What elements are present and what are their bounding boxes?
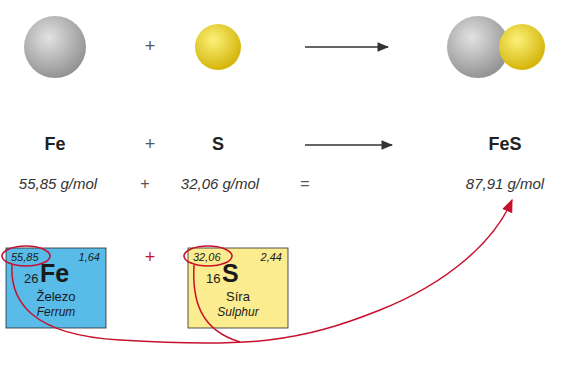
operator: + [145, 37, 156, 57]
molar-mass: 87,91 g/mol [466, 176, 544, 193]
formula: Fe [44, 135, 65, 155]
element-symbol: S [222, 260, 239, 288]
latin-name: Ferrum [37, 306, 76, 319]
atomic-mass: 55,85 [11, 251, 39, 263]
element-name: Železo [36, 290, 75, 304]
formula: FeS [488, 135, 521, 155]
operator: + [140, 175, 149, 193]
element-tile: 32,06 2,44 16S SíraSulphur [188, 248, 288, 328]
element-tile [6, 248, 106, 328]
reaction-arrow [305, 144, 392, 145]
leader-arrow [12, 200, 512, 343]
reaction-arrow [305, 46, 388, 47]
atomic-number: 16 [206, 272, 220, 286]
latin-name: Sulphur [217, 306, 258, 319]
iron-atom [24, 16, 86, 78]
atomic-mass: 32,06 [193, 251, 221, 263]
sulphur-atom [499, 24, 545, 70]
molar-mass: 32,06 g/mol [181, 176, 259, 193]
element-tile: 55,85 1,64 26FeŽelezoFerrum [6, 248, 106, 328]
operator: = [300, 175, 309, 193]
operator: + [145, 248, 156, 268]
sulphur-atom [195, 24, 241, 70]
element-name: Síra [226, 290, 250, 304]
atomic-number: 26 [24, 272, 38, 286]
electronegativity: 2,44 [261, 251, 282, 263]
electronegativity: 1,64 [79, 251, 100, 263]
formula: S [212, 135, 224, 155]
operator: + [145, 135, 156, 155]
element-symbol: Fe [40, 260, 69, 288]
molar-mass: 55,85 g/mol [19, 176, 97, 193]
